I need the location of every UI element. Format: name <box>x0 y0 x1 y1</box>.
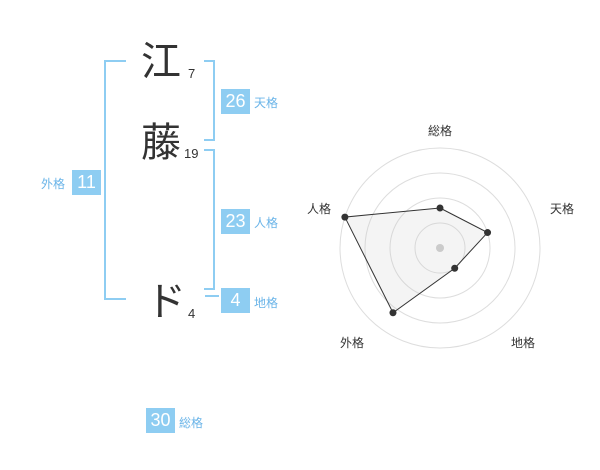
name-char-2-strokes: 19 <box>184 146 199 161</box>
radar-ring <box>414 222 466 274</box>
radar-point-1 <box>436 204 444 212</box>
radar-series-polygon <box>344 207 489 314</box>
name-char-1-strokes: 7 <box>188 66 196 81</box>
radar-ring <box>364 172 516 324</box>
radar-point-3 <box>451 264 459 272</box>
tenkaku-value: 26 <box>221 89 250 114</box>
radar-center <box>436 244 444 252</box>
name-char-3-strokes: 4 <box>188 306 196 321</box>
radar-ring <box>389 197 491 299</box>
tenkaku-bracket <box>204 60 215 141</box>
gaikaku-bracket <box>104 60 126 300</box>
chikaku-label: 地格 <box>254 296 279 310</box>
name-char-1: 江 <box>141 39 181 85</box>
gaikaku-label: 外格 <box>41 177 66 191</box>
chikaku-value: 4 <box>221 288 250 313</box>
name-char-3: ド <box>146 279 186 325</box>
chikaku-connector <box>205 295 219 297</box>
jinkaku-value: 23 <box>221 209 250 234</box>
radar-label-gaikaku: 外格 <box>340 336 365 350</box>
radar-label-tenkaku: 天格 <box>550 202 575 216</box>
name-char-2: 藤 <box>141 120 181 166</box>
radar-point-5 <box>341 213 349 221</box>
gaikaku-value: 11 <box>72 170 101 195</box>
jinkaku-bracket <box>204 149 215 290</box>
jinkaku-label: 人格 <box>254 216 279 230</box>
soukaku-value: 30 <box>146 408 175 433</box>
radar-ring <box>339 147 541 349</box>
radar-label-soukaku: 総格 <box>428 124 453 138</box>
radar-point-4 <box>389 309 397 317</box>
soukaku-label: 総格 <box>179 416 204 430</box>
radar-point-2 <box>484 229 492 237</box>
radar-label-chikaku: 地格 <box>511 336 536 350</box>
tenkaku-label: 天格 <box>254 96 279 110</box>
radar-label-jinkaku: 人格 <box>307 202 332 216</box>
